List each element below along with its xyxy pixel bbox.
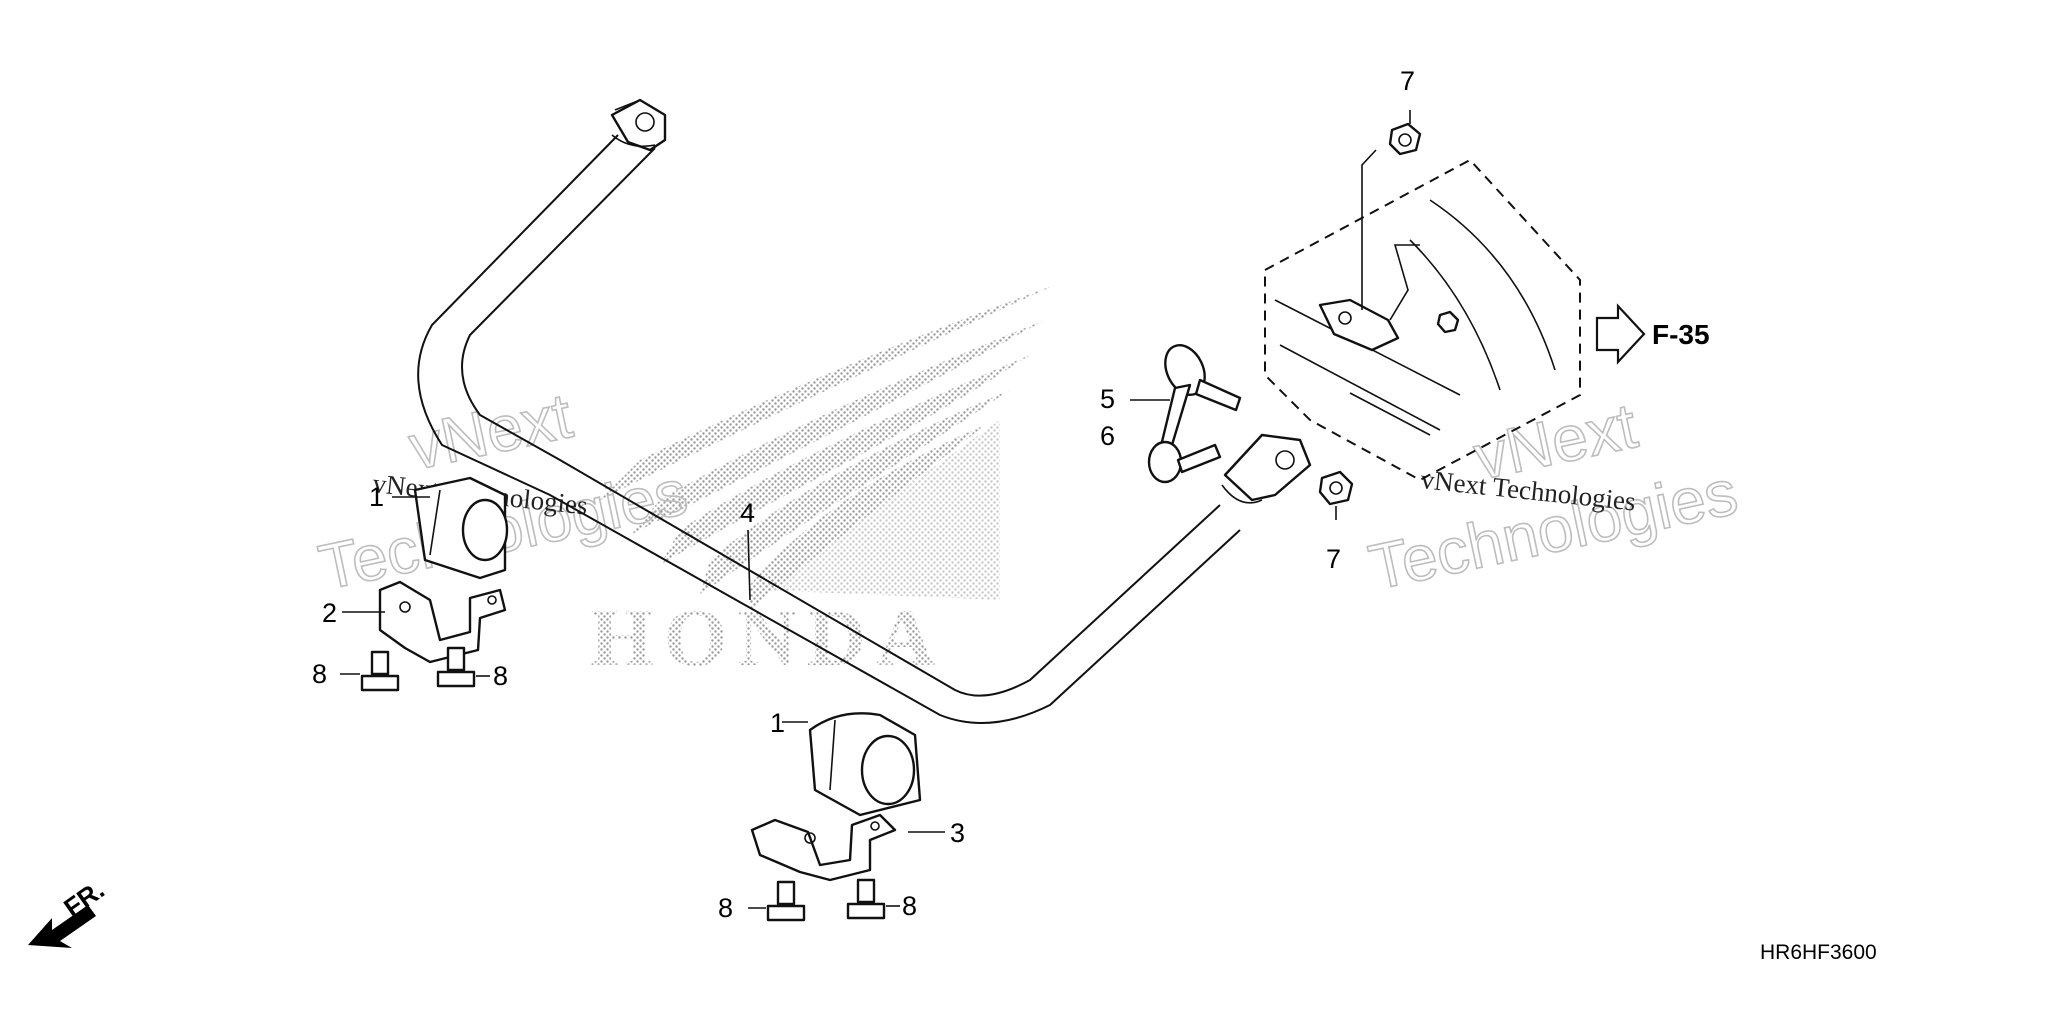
callout-8-b: 8	[493, 661, 508, 691]
bolt-8-d	[846, 878, 886, 920]
bolt-8-c	[766, 880, 806, 922]
bushing-left	[413, 476, 509, 580]
front-direction-arrow: FR.	[28, 874, 110, 948]
callout-labels: 1 1 2 3 4 5 6 7 7 8 8 8 8	[312, 66, 1415, 923]
reference-label: F-35	[1652, 319, 1710, 350]
frame-reference-area	[1264, 158, 1581, 482]
callout-8-a: 8	[312, 659, 327, 689]
front-label: FR.	[58, 874, 110, 923]
nut-7-bottom	[1318, 470, 1354, 506]
callout-3: 3	[950, 818, 965, 848]
callout-7-bottom: 7	[1326, 544, 1341, 574]
honda-brand-text: HONDA	[590, 592, 945, 683]
callout-4: 4	[740, 498, 755, 528]
callout-8-d: 8	[902, 891, 917, 921]
leader-lines	[340, 110, 1411, 909]
nut-7-top	[1388, 122, 1422, 156]
honda-wing-logo: HONDA	[590, 285, 1055, 683]
holder-center	[750, 813, 897, 882]
reference-arrow: F-35	[1595, 303, 1710, 365]
callout-2: 2	[322, 598, 337, 628]
stabilizer-link	[1147, 344, 1242, 484]
stabilizer-bar	[417, 98, 1312, 724]
callout-1-center: 1	[770, 708, 785, 738]
callout-8-c: 8	[718, 893, 733, 923]
callout-5: 5	[1100, 384, 1115, 414]
callout-6: 6	[1100, 421, 1115, 451]
holder-left	[378, 580, 507, 664]
callout-7-top: 7	[1400, 66, 1415, 96]
bolt-8-b	[436, 646, 476, 688]
bushing-center	[808, 712, 922, 817]
bolt-8-a	[360, 650, 400, 692]
callout-1-left: 1	[369, 482, 384, 512]
watermark-right: vNext Technologies vNext Technologies	[1362, 388, 1744, 604]
diagram-code: HR6HF3600	[1760, 941, 1877, 964]
